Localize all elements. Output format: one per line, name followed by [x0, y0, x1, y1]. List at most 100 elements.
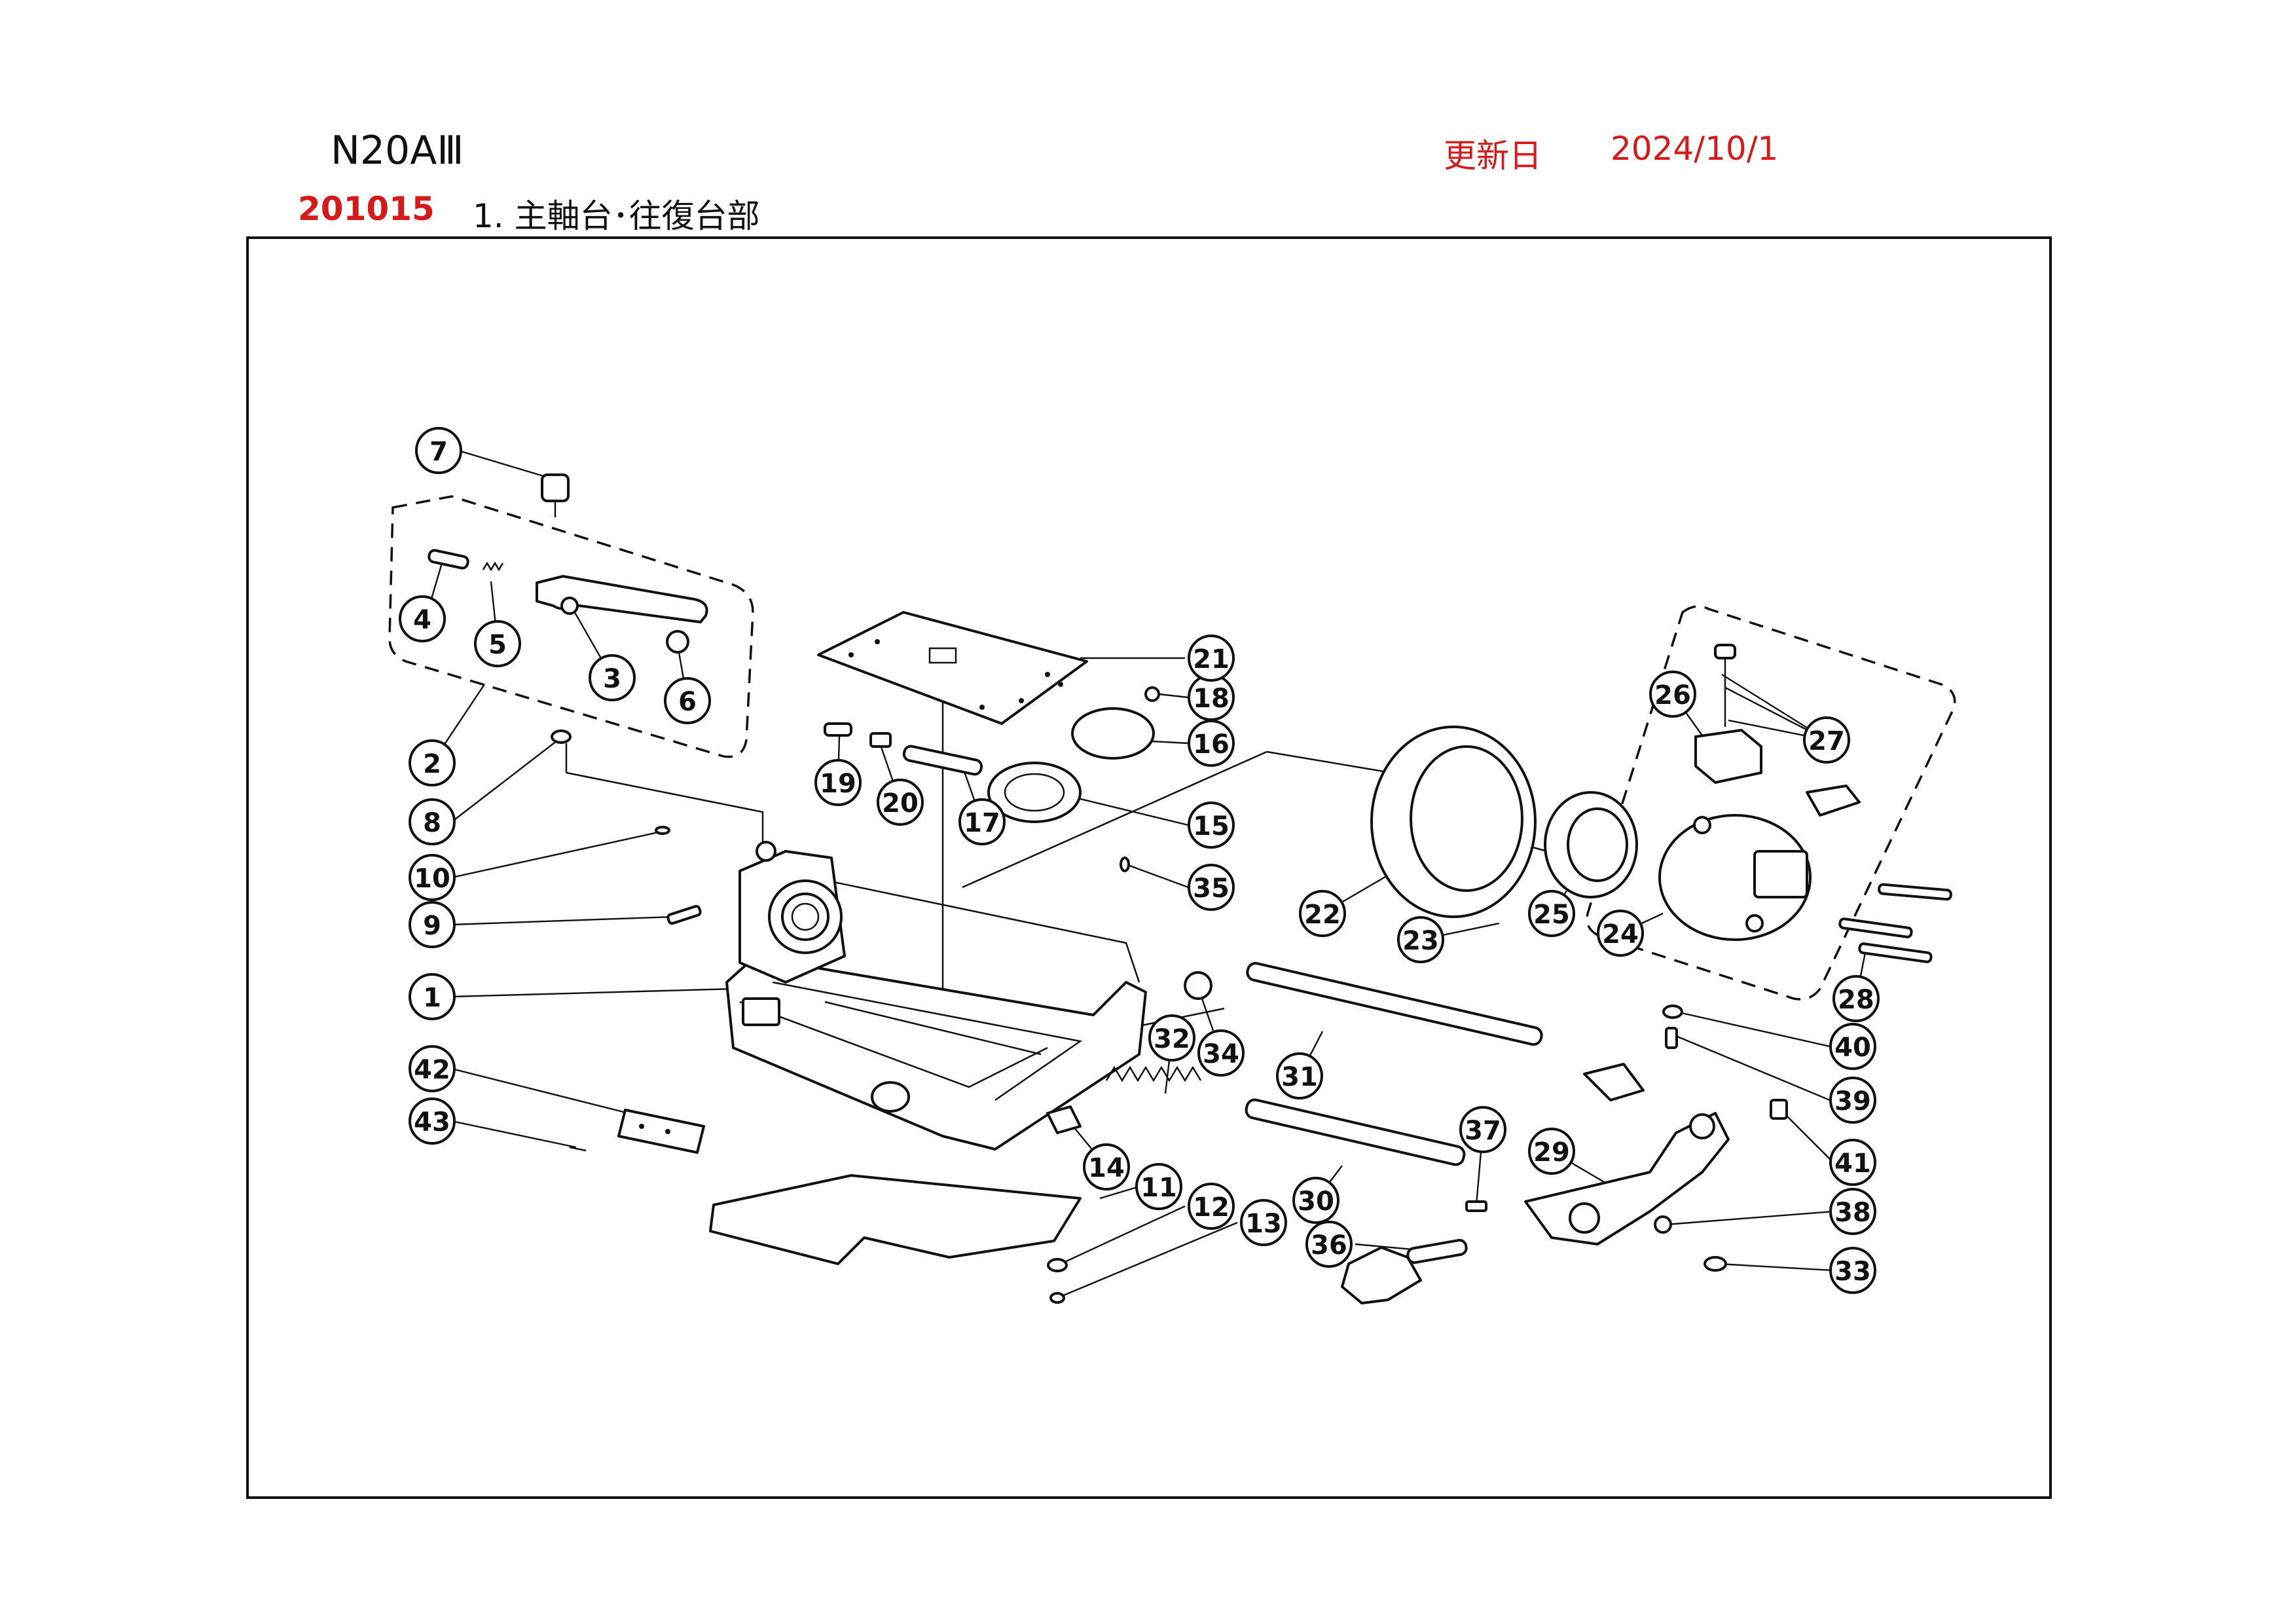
part-shaft-17	[902, 745, 983, 776]
callout-label: 8	[423, 808, 441, 838]
callout-40: 40	[1829, 1023, 1876, 1070]
part-bolts	[1838, 883, 1952, 963]
callout-label: 18	[1193, 684, 1230, 714]
document-code: 201015	[298, 190, 435, 228]
callout-7: 7	[415, 427, 462, 474]
callout-17: 17	[958, 798, 1006, 845]
callout-label: 39	[1834, 1086, 1871, 1116]
callout-label: 7	[429, 437, 448, 467]
callout-34: 34	[1197, 1029, 1245, 1077]
model-name: N20AⅢ	[331, 128, 464, 174]
part-jaw-clamp	[1806, 784, 1861, 817]
callout-37: 37	[1459, 1106, 1506, 1153]
callout-9: 9	[409, 901, 456, 948]
callout-label: 11	[1140, 1173, 1177, 1203]
lever-assembly-group	[388, 495, 754, 758]
callout-label: 20	[882, 788, 919, 819]
part-ring-33	[1704, 1256, 1727, 1272]
callout-24: 24	[1597, 910, 1644, 957]
callout-label: 29	[1533, 1137, 1570, 1168]
callout-label: 23	[1402, 926, 1439, 956]
callout-label: 24	[1602, 919, 1639, 950]
update-date: 2024/10/1	[1611, 130, 1779, 168]
part-main-base	[725, 876, 1147, 1151]
part-pin	[428, 549, 469, 570]
part-sleeve-41	[1770, 1099, 1788, 1120]
callout-16: 16	[1188, 720, 1235, 767]
part-jaw-block	[1694, 644, 1762, 784]
callout-19: 19	[814, 759, 862, 806]
callout-label: 6	[678, 687, 697, 717]
callout-28: 28	[1832, 975, 1880, 1022]
callout-27: 27	[1803, 716, 1850, 764]
part-handle-knob	[1341, 1238, 1468, 1304]
callout-30: 30	[1292, 1177, 1339, 1224]
diagram-frame	[246, 236, 2052, 1499]
callout-5: 5	[474, 620, 521, 667]
part-rack-shaft-30	[1245, 1098, 1466, 1166]
callout-25: 25	[1528, 890, 1575, 937]
part-name-plate	[617, 1109, 705, 1154]
chuck-assembly-group	[1586, 605, 1956, 1001]
callout-10: 10	[409, 854, 456, 901]
callout-label: 4	[413, 605, 431, 635]
part-rivet	[569, 1146, 587, 1152]
callout-label: 5	[488, 630, 507, 660]
callout-1: 1	[409, 973, 456, 1020]
callout-29: 29	[1528, 1128, 1575, 1175]
part-bushing	[666, 630, 689, 654]
part-lever	[536, 575, 708, 623]
callout-label: 32	[1154, 1024, 1190, 1054]
callout-3: 3	[589, 654, 636, 701]
part-carriage-bracket	[1524, 1063, 1730, 1246]
callout-41: 41	[1829, 1139, 1876, 1186]
part-spring-32	[1105, 1065, 1202, 1082]
part-bracket-20	[869, 732, 892, 748]
callout-label: 12	[1193, 1192, 1230, 1223]
part-ring-gear	[1370, 726, 1537, 918]
callout-label: 2	[423, 749, 441, 779]
part-chuck-body	[1658, 814, 1812, 941]
callout-23: 23	[1397, 916, 1444, 963]
part-washer	[551, 729, 572, 744]
part-screw-39	[1665, 1027, 1678, 1049]
part-washer-12	[1047, 1258, 1068, 1272]
callout-label: 40	[1834, 1033, 1871, 1063]
callout-35: 35	[1188, 864, 1235, 911]
callout-label: 21	[1193, 644, 1230, 674]
callout-label: 41	[1834, 1149, 1871, 1179]
part-washer-40	[1662, 1005, 1683, 1019]
callout-label: 15	[1193, 811, 1230, 841]
callout-label: 19	[820, 769, 856, 799]
callout-2: 2	[409, 739, 456, 786]
callout-label: 14	[1088, 1153, 1125, 1183]
callout-label: 34	[1203, 1039, 1239, 1069]
callout-label: 36	[1311, 1230, 1347, 1261]
callout-label: 25	[1533, 900, 1570, 930]
callout-21: 21	[1188, 635, 1235, 682]
callout-20: 20	[877, 779, 924, 826]
callout-14: 14	[1083, 1143, 1130, 1190]
callout-4: 4	[399, 595, 446, 642]
part-knob-screw	[541, 473, 570, 517]
part-spring	[482, 561, 504, 572]
callout-label: 30	[1298, 1187, 1334, 1217]
part-top-cover	[817, 611, 1088, 725]
part-retaining-ring	[1544, 791, 1638, 898]
callout-43: 43	[409, 1098, 456, 1145]
callout-label: 42	[414, 1055, 450, 1085]
callout-12: 12	[1188, 1183, 1235, 1230]
callout-label: 27	[1808, 726, 1845, 756]
part-plug-14	[1046, 1105, 1082, 1134]
callout-39: 39	[1829, 1077, 1876, 1124]
update-label: 更新日	[1444, 137, 1542, 175]
part-nut-38	[1654, 1215, 1672, 1234]
callout-label: 16	[1193, 729, 1230, 760]
callout-label: 13	[1245, 1209, 1282, 1239]
section-title: 1. 主軸台･往復台部	[473, 197, 760, 235]
callout-18: 18	[1188, 674, 1235, 721]
part-bottom-plate	[709, 1174, 1082, 1265]
callout-label: 26	[1654, 680, 1691, 710]
part-filter	[987, 762, 1082, 823]
